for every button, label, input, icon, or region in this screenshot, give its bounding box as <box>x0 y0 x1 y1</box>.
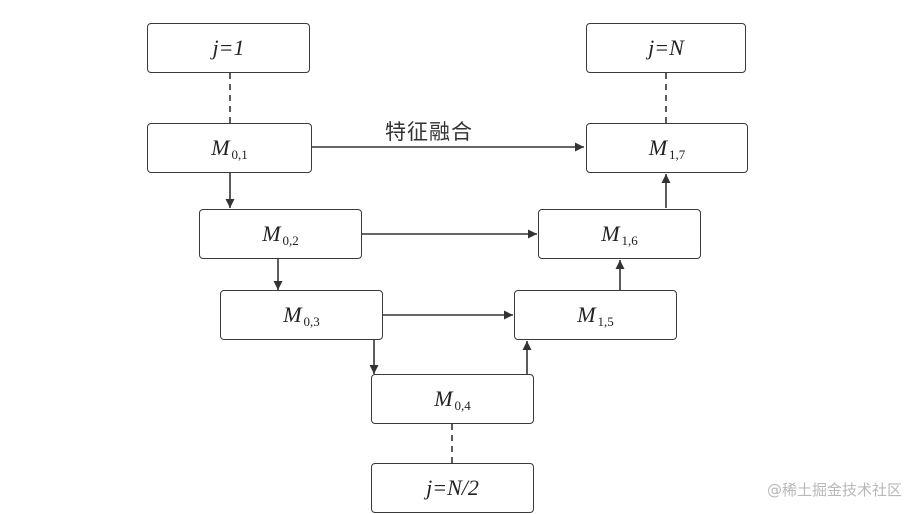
node-m-0-1-main: M <box>211 135 230 160</box>
node-m-1-5-main: M <box>577 302 596 327</box>
node-j-n-half-label: j=N/2 <box>426 475 479 500</box>
node-m-0-1-sub: 0,1 <box>231 147 248 162</box>
node-j-1: j=1 <box>147 23 310 73</box>
node-m-1-6-main: M <box>601 221 620 246</box>
node-m-1-6-sub: 1,6 <box>621 233 638 248</box>
node-m-0-3-main: M <box>283 302 302 327</box>
node-m-0-2-main: M <box>262 221 281 246</box>
node-m-0-4-sub: 0,4 <box>454 398 471 413</box>
node-j-n: j=N <box>586 23 746 73</box>
node-j-n-half: j=N/2 <box>371 463 534 513</box>
node-m-1-7-sub: 1,7 <box>669 147 686 162</box>
node-j-1-label: j=1 <box>212 35 245 60</box>
node-m-1-5-sub: 1,5 <box>597 314 614 329</box>
node-m-0-3-sub: 0,3 <box>303 314 320 329</box>
feature-fusion-label: 特征融合 <box>385 120 473 144</box>
node-j-n-label: j=N <box>648 35 684 60</box>
node-m-0-4-main: M <box>434 386 453 411</box>
watermark: @稀土掘金技术社区 <box>766 481 902 499</box>
node-m-1-7-main: M <box>648 135 668 160</box>
node-m-0-2-sub: 0,2 <box>282 233 299 248</box>
